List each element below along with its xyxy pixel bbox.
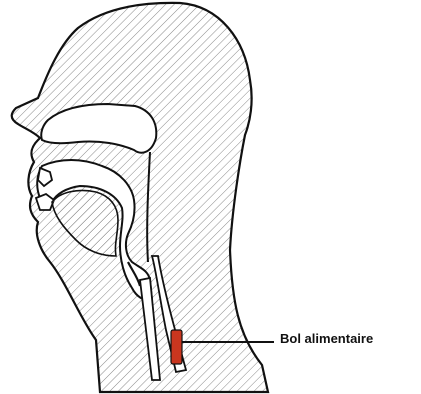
food-bolus — [171, 330, 182, 364]
bolus-label: Bol alimentaire — [280, 331, 373, 346]
